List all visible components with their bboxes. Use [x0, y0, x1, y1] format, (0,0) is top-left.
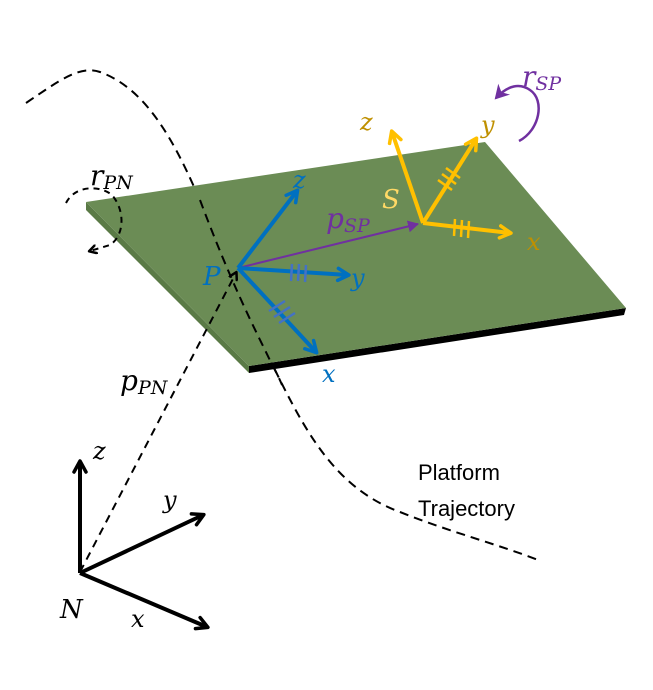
p-sp-symbol: p [326, 202, 344, 235]
p-pn-label: pPN [120, 364, 169, 399]
platform-top [86, 142, 626, 366]
platform-origin-label: P [202, 262, 221, 292]
sensor-y-label: y [480, 111, 495, 139]
sensor-z-label: z [359, 108, 373, 136]
platform-plate [86, 142, 626, 373]
r-sp-label: rSP [522, 60, 562, 95]
platform-x-tick-marks [268, 299, 296, 325]
sensor-frame [387, 129, 513, 240]
nav-z-label: z [92, 437, 106, 465]
platform-frame [236, 188, 351, 355]
platform-y-axis [237, 266, 351, 283]
platform-z-axis [236, 188, 300, 270]
sensor-x-label: x [527, 228, 541, 256]
p-pn-subscript: PN [137, 377, 169, 399]
sensor-origin-label: S [382, 185, 400, 215]
nav-y-axis [79, 512, 206, 575]
nav-origin-label: N [59, 595, 84, 625]
platform-y-label: y [350, 264, 365, 292]
nav-x-label: x [131, 605, 145, 633]
sensor-y-tick-marks [437, 166, 461, 192]
svg-text:pPN: pPN [120, 364, 169, 399]
r-sp-rotation-arrow [494, 83, 540, 143]
platform-front-edge [249, 308, 626, 373]
sensor-x-axis [422, 221, 513, 240]
platform-trajectory-over-plate [199, 199, 283, 386]
nav-y-label: y [162, 486, 177, 514]
trajectory-label-line1: Platform [418, 460, 500, 485]
r-pn-label: rPN [90, 159, 134, 194]
svg-text:rSP: rSP [522, 60, 562, 95]
sensor-z-axis [387, 129, 425, 224]
r-sp-subscript: SP [535, 73, 562, 95]
r-pn-subscript: PN [102, 172, 134, 194]
platform-x-label: x [322, 360, 336, 388]
p-sp-vector [237, 220, 419, 269]
r-sp-symbol: r [522, 60, 537, 93]
p-pn-vector [79, 273, 236, 573]
platform-y-tick-marks [289, 263, 308, 283]
trajectory-label-line2: Trajectory [418, 496, 515, 521]
p-sp-label: pSP [326, 202, 371, 237]
sensor-y-axis [421, 136, 479, 225]
svg-text:rPN: rPN [90, 159, 134, 194]
platform-x-axis [236, 266, 319, 355]
p-sp-subscript: SP [344, 215, 371, 237]
svg-text:pSP: pSP [326, 202, 371, 237]
r-pn-symbol: r [90, 159, 105, 192]
nav-x-axis [79, 571, 210, 631]
platform-z-label: z [292, 166, 306, 194]
p-pn-symbol: p [120, 364, 138, 397]
navigation-frame [72, 459, 210, 631]
platform-side-edge [86, 202, 249, 373]
sensor-x-tick-marks [452, 218, 471, 239]
